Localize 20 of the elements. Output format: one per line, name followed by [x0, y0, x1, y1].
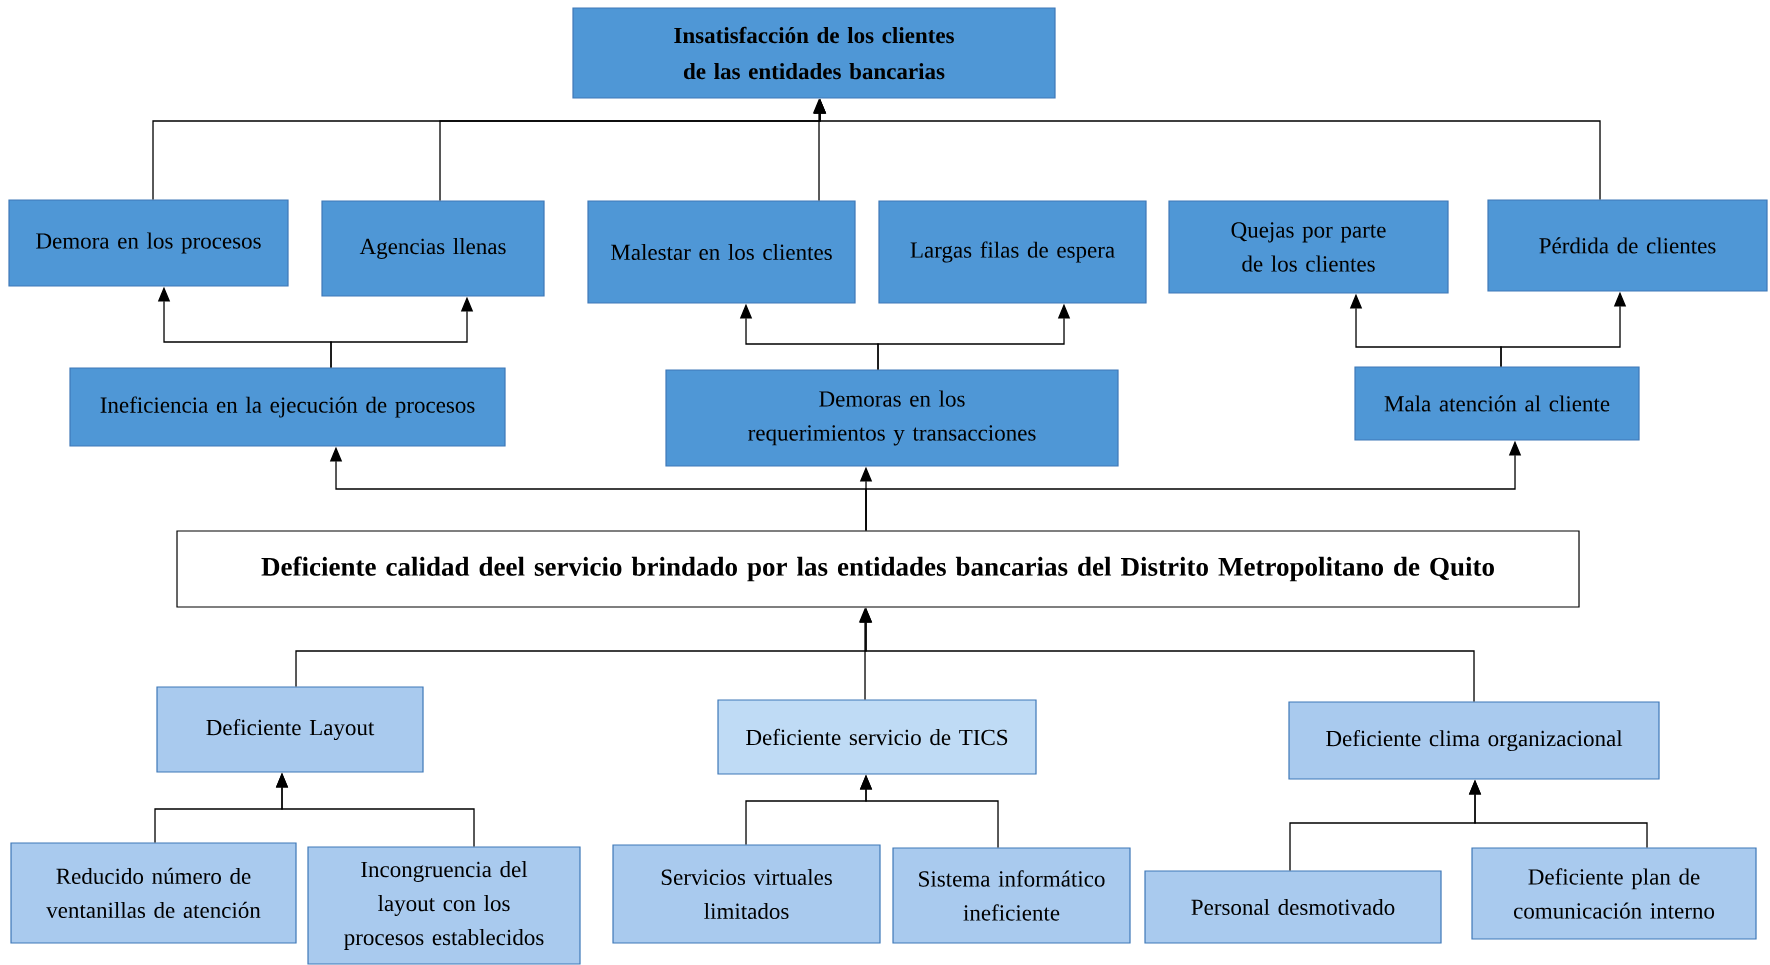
- box: Pérdida de clientes: [1487, 199, 1768, 292]
- box: Largas filas de espera: [878, 200, 1147, 304]
- box: Incongruencia del layout con los procesos establecidos: [307, 846, 581, 965]
- box: Deficiente clima organizacional: [1288, 701, 1660, 780]
- box: Servicios virtuales limitados: [612, 844, 881, 944]
- box: Demoras en los requerimientos y transacciones: [665, 369, 1119, 467]
- box: Ineficiencia en la ejecución de procesos: [69, 367, 506, 447]
- box: Deficiente Layout: [156, 686, 424, 773]
- box: Reducido número de ventanillas de atención: [10, 842, 297, 944]
- box: Personal desmotivado: [1144, 870, 1442, 944]
- box: Deficiente servicio de TICS: [717, 699, 1037, 775]
- problem-box: Deficiente calidad deel servicio brindado por las entidades bancarias del Distrito Metropolitano de Quito: [176, 530, 1580, 608]
- box: Sistema informático ineficiente: [892, 847, 1131, 944]
- box: Insatisfacción de los clientes de las entidades bancarias: [572, 7, 1056, 99]
- box: Malestar en los clientes: [587, 200, 856, 304]
- box: Mala atención al cliente: [1354, 366, 1640, 441]
- box: Deficiente plan de comunicación interno: [1471, 847, 1757, 940]
- box: Demora en los procesos: [8, 199, 289, 287]
- box: Agencias llenas: [321, 200, 545, 297]
- box: Quejas por parte de los clientes: [1168, 200, 1449, 294]
